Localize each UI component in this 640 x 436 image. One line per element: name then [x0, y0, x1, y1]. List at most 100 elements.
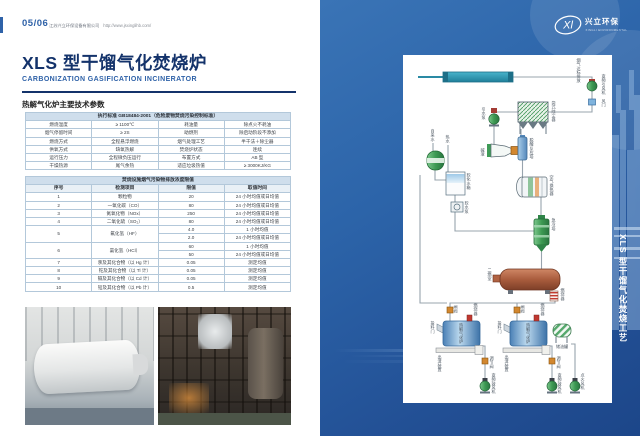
- blower: [479, 380, 491, 392]
- furnace-glow: [168, 382, 209, 414]
- gate-valve: [446, 306, 454, 314]
- slag-conveyor: [435, 347, 477, 353]
- control-valve: [481, 357, 489, 365]
- company-logo: Xl 兴立环保 XINGLI ENVIRONMENTAL: [554, 15, 628, 35]
- slag-1-label: 出渣装置: [438, 354, 443, 372]
- chimney: [418, 71, 514, 83]
- hot-water-label: 热水: [446, 134, 451, 144]
- gate-valve-1-label: 闸阀: [454, 304, 459, 314]
- gate-valve-2-label: 闸阀: [521, 304, 526, 314]
- tap-water-label: 自来水: [431, 128, 436, 142]
- furnace-1-label: 热解气化炉: [459, 322, 464, 344]
- feed-door: [503, 323, 511, 334]
- control-valve-2-label: 调节阀: [557, 355, 562, 369]
- secondary-chamber-label: 二燃室: [488, 268, 493, 281]
- quench-tower-label: 急冷塔: [552, 217, 557, 231]
- soft-water-pump-label: 软水泵: [465, 200, 470, 214]
- deacidification-tower: [517, 135, 528, 161]
- water-softener: [426, 150, 445, 171]
- page-title: XLS 型干馏气化焚烧炉: [22, 53, 207, 73]
- ignition-fan-label: 点火风机: [581, 372, 586, 390]
- spec-table-row: 燃烧方式全程悬浮燃烧烟气处理工艺半干法＋除尘器: [24, 136, 292, 146]
- soft-water-tank-label: 软化水箱: [467, 172, 472, 190]
- logo-mark: Xl: [562, 20, 573, 32]
- equipment-column: [248, 328, 284, 400]
- feed-door: [436, 323, 444, 334]
- water-pump: [488, 108, 500, 127]
- alkali-label: 碱液: [481, 147, 486, 157]
- alkali-ejector: [487, 143, 514, 158]
- company-name: 江苏兴立环保设备有限公司: [49, 23, 100, 28]
- rotary-valve: [510, 146, 519, 155]
- blower-1-label: 变频鼓风机: [492, 372, 497, 394]
- chamber-burner-label: 燃烧器: [561, 287, 566, 301]
- damper-label: 风门: [602, 99, 607, 108]
- page-number: 05/06: [22, 18, 49, 29]
- deacid-tower-label: 脱酸反应塔: [530, 137, 535, 159]
- burner-2-label: 燃烧器: [541, 302, 546, 316]
- flue-note-label: 烟气达标排放: [577, 57, 582, 83]
- spec-table: 执行标准 GB18484-2001（危险废物焚烧污染控制标准） 燃烧温度≥ 11…: [24, 111, 292, 171]
- control-valve: [548, 357, 556, 365]
- water-pump-label: 引水泵: [482, 106, 487, 120]
- page-subtitle: CARBONIZATION GASIFICATION INCINERATOR: [22, 76, 197, 83]
- incinerator-vessel-image: [32, 339, 142, 395]
- bag-filter: [517, 101, 549, 134]
- damper: [588, 98, 596, 106]
- company-url[interactable]: http://www.jsxinglihb.com/: [103, 23, 152, 28]
- pyrolysis-furnace-2: [502, 306, 581, 394]
- spec-table-standard: 执行标准 GB18484-2001（危险废物焚烧污染控制标准）: [25, 111, 291, 122]
- emission-table-title-row: 焚烧设施烟气污染物排放浓度限值: [25, 175, 291, 186]
- ignition-fan: [569, 380, 581, 392]
- slag-2-label: 出渣装置: [505, 354, 510, 372]
- gate-valve: [513, 306, 521, 314]
- title-divider: [22, 91, 296, 93]
- oil-tank: [552, 323, 572, 343]
- pyrolysis-furnace-1: [435, 306, 491, 394]
- secondary-combustion-chamber: [492, 268, 561, 302]
- feed-door-2-label: 投料门: [498, 320, 503, 334]
- emission-table-colhead-row: 序号 检测项目 限值 取值时间: [24, 184, 292, 194]
- id-fan-label: 变频引风机: [602, 73, 607, 95]
- blower-2-label: 变频鼓风机: [558, 372, 563, 394]
- emission-table-title: 焚烧设施烟气污染物排放浓度限值: [25, 175, 291, 186]
- page-edge-marker: [0, 17, 3, 33]
- control-valve-1-label: 调节阀: [490, 355, 495, 369]
- slag-conveyor: [502, 347, 544, 353]
- spec-table-row: 供氧方式缺氧热解焚烧炉状态连续: [24, 144, 292, 154]
- photo-workshop-interior: [158, 307, 291, 425]
- workshop-light: [197, 314, 233, 350]
- burner: [533, 314, 540, 322]
- process-vertical-title: XLS 型干馏气化焚烧工艺: [618, 234, 628, 343]
- air-heat-exchanger: [516, 176, 548, 198]
- workshop-floor: [158, 413, 291, 425]
- induced-draft-fan: [586, 79, 598, 92]
- quench-tower: [533, 215, 550, 252]
- photo-ground: [25, 408, 154, 425]
- col-no: 序号: [24, 184, 93, 194]
- logo-name: 兴立环保: [585, 16, 619, 26]
- bag-filter-label: 袋式除尘器: [552, 100, 557, 122]
- burner-1-label: 燃烧器: [474, 302, 479, 316]
- logo-subtext: XINGLI ENVIRONMENTAL: [586, 28, 628, 32]
- burner: [466, 314, 473, 322]
- soft-water-tank: [445, 171, 466, 196]
- col-item: 检测项目: [91, 184, 159, 194]
- blower: [546, 380, 558, 392]
